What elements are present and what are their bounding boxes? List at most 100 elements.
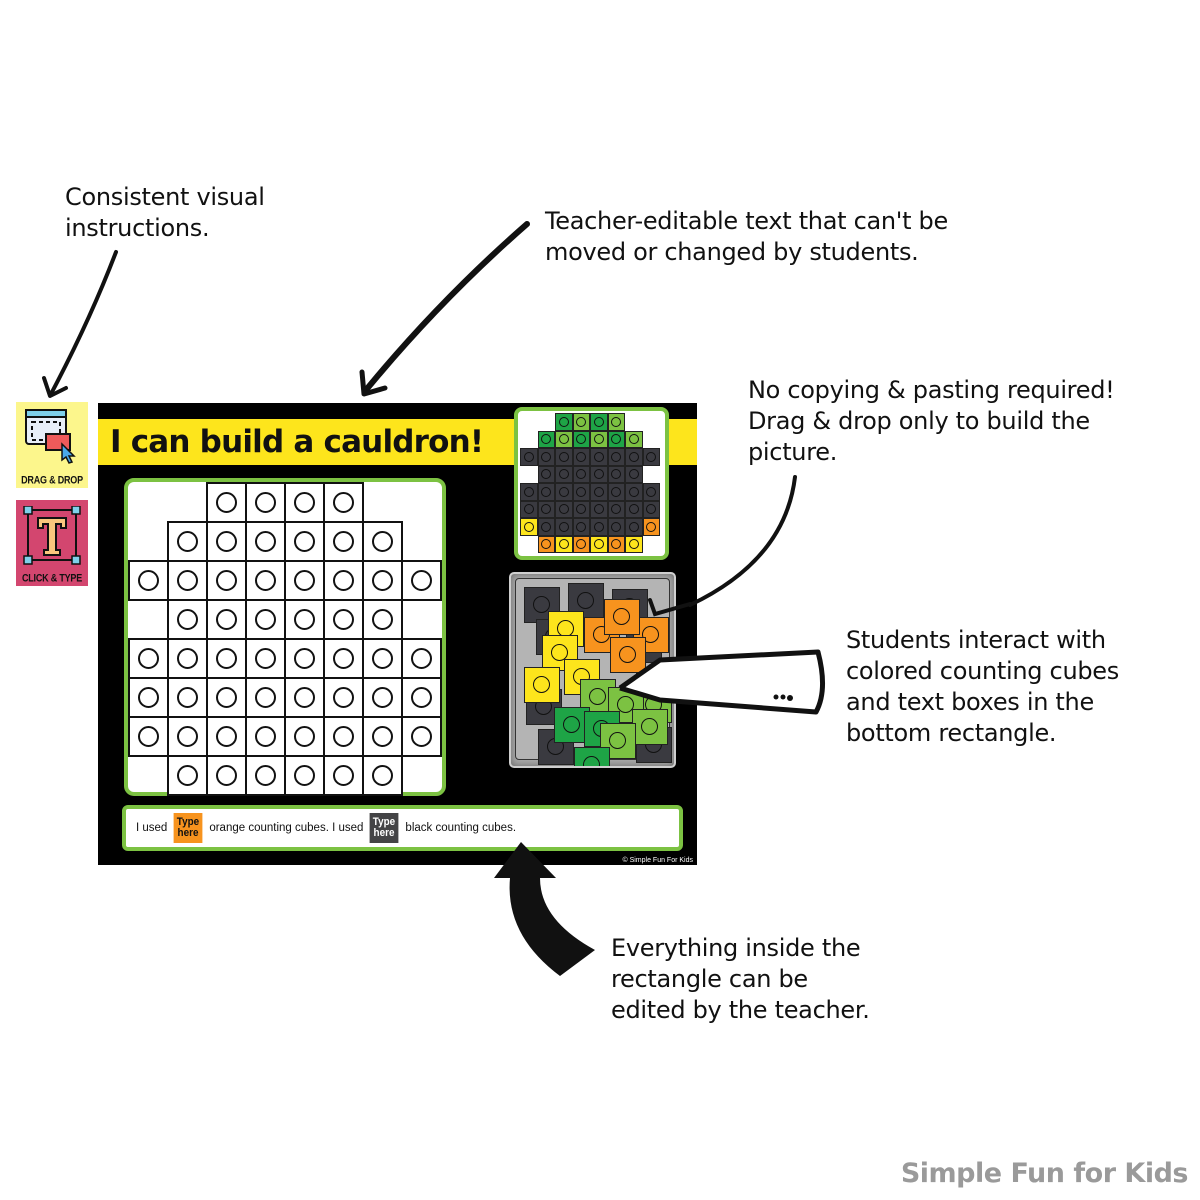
grid-slot[interactable]: [128, 677, 169, 718]
grid-slot[interactable]: [284, 638, 325, 679]
reference-cube: [642, 448, 660, 466]
reference-cube: [590, 448, 608, 466]
grid-empty: [402, 522, 441, 561]
grid-slot[interactable]: [323, 521, 364, 562]
reference-cube: [607, 465, 625, 483]
reference-cube: [520, 500, 538, 518]
grid-slot[interactable]: [206, 599, 247, 640]
counting-cube-dark-green[interactable]: [574, 747, 610, 766]
grid-slot[interactable]: [362, 716, 403, 757]
input-line-1: Type: [373, 816, 396, 828]
grid-slot[interactable]: [128, 716, 169, 757]
grid-empty: [129, 522, 168, 561]
grid-slot[interactable]: [167, 755, 208, 796]
reference-cube: [625, 483, 643, 501]
black-count-input[interactable]: Type here: [370, 813, 399, 843]
sentence-box: I used Type here orange counting cubes. …: [122, 805, 683, 851]
reference-cube: [537, 518, 555, 536]
grid-empty: [402, 483, 441, 522]
grid-slot[interactable]: [323, 755, 364, 796]
grid-slot[interactable]: [167, 521, 208, 562]
grid-slot[interactable]: [362, 638, 403, 679]
grid-slot[interactable]: [284, 716, 325, 757]
grid-slot[interactable]: [323, 677, 364, 718]
grid-slot[interactable]: [323, 716, 364, 757]
grid-slot[interactable]: [362, 521, 403, 562]
grid-slot[interactable]: [206, 755, 247, 796]
grid-slot[interactable]: [401, 716, 442, 757]
grid-slot[interactable]: [167, 638, 208, 679]
click-type-label: CLICK & TYPE: [21, 572, 83, 584]
grid-slot[interactable]: [245, 599, 286, 640]
annotation-no-copy-paste: No copying & pasting required! Drag & dr…: [748, 376, 1115, 466]
build-grid-panel: [124, 478, 446, 796]
grid-slot[interactable]: [245, 560, 286, 601]
reference-cube: [537, 430, 555, 448]
counting-cube-orange[interactable]: [604, 599, 640, 635]
grid-slot[interactable]: [362, 677, 403, 718]
grid-empty: [129, 600, 168, 639]
grid-slot[interactable]: [167, 716, 208, 757]
grid-slot[interactable]: [323, 482, 364, 523]
grid-slot[interactable]: [245, 521, 286, 562]
grid-slot[interactable]: [401, 560, 442, 601]
counting-cube-yellow[interactable]: [542, 635, 578, 671]
reference-cube: [642, 500, 660, 518]
reference-cube: [572, 483, 590, 501]
grid-slot[interactable]: [245, 755, 286, 796]
grid-slot[interactable]: [284, 599, 325, 640]
grid-slot[interactable]: [284, 482, 325, 523]
grid-slot[interactable]: [167, 677, 208, 718]
grid-empty: [363, 483, 402, 522]
reference-cube: [555, 430, 573, 448]
grid-slot[interactable]: [167, 599, 208, 640]
reference-cube: [555, 448, 573, 466]
grid-slot[interactable]: [206, 482, 247, 523]
grid-slot[interactable]: [206, 560, 247, 601]
grid-slot[interactable]: [284, 560, 325, 601]
grid-slot[interactable]: [245, 677, 286, 718]
grid-slot[interactable]: [323, 560, 364, 601]
activity-slide: I can build a cauldron! I used Type here…: [98, 403, 697, 865]
annotation-everything-editable: Everything inside the rectangle can be e…: [611, 934, 870, 1024]
grid-slot[interactable]: [245, 638, 286, 679]
grid-slot[interactable]: [206, 521, 247, 562]
drag-drop-instruction-icon: DRAG & DROP: [16, 402, 88, 488]
grid-slot[interactable]: [128, 560, 169, 601]
grid-slot[interactable]: [323, 599, 364, 640]
grid-slot[interactable]: [167, 560, 208, 601]
reference-cube: [625, 535, 643, 553]
counting-cube-black-cube[interactable]: [524, 587, 560, 623]
grid-slot[interactable]: [362, 599, 403, 640]
click-type-instruction-icon: CLICK & TYPE: [16, 500, 88, 586]
grid-slot[interactable]: [245, 482, 286, 523]
slide-title: I can build a cauldron!: [110, 424, 484, 460]
grid-slot[interactable]: [284, 677, 325, 718]
reference-cube: [642, 518, 660, 536]
counting-cube-yellow[interactable]: [524, 667, 560, 703]
reference-cube: [555, 535, 573, 553]
grid-slot[interactable]: [206, 677, 247, 718]
orange-count-input[interactable]: Type here: [173, 813, 203, 843]
grid-slot[interactable]: [206, 716, 247, 757]
grid-slot[interactable]: [362, 560, 403, 601]
grid-slot[interactable]: [323, 638, 364, 679]
reference-cube: [607, 448, 625, 466]
grid-slot[interactable]: [362, 755, 403, 796]
grid-slot[interactable]: [206, 638, 247, 679]
grid-slot[interactable]: [401, 677, 442, 718]
grid-slot[interactable]: [401, 638, 442, 679]
counting-cube-light-green[interactable]: [632, 709, 668, 745]
counting-cube-orange[interactable]: [610, 637, 646, 673]
annotation-students-interact: Students interact with colored counting …: [846, 626, 1119, 747]
reference-cube: [607, 430, 625, 448]
grid-slot[interactable]: [284, 521, 325, 562]
reference-cube: [537, 483, 555, 501]
build-grid[interactable]: [128, 482, 442, 796]
brand-logo: Simple Fun for Kids: [900, 1158, 1189, 1189]
grid-slot[interactable]: [245, 716, 286, 757]
grid-slot[interactable]: [128, 638, 169, 679]
grid-slot[interactable]: [284, 755, 325, 796]
arrow-icon: [363, 221, 530, 393]
reference-empty: [520, 466, 538, 484]
